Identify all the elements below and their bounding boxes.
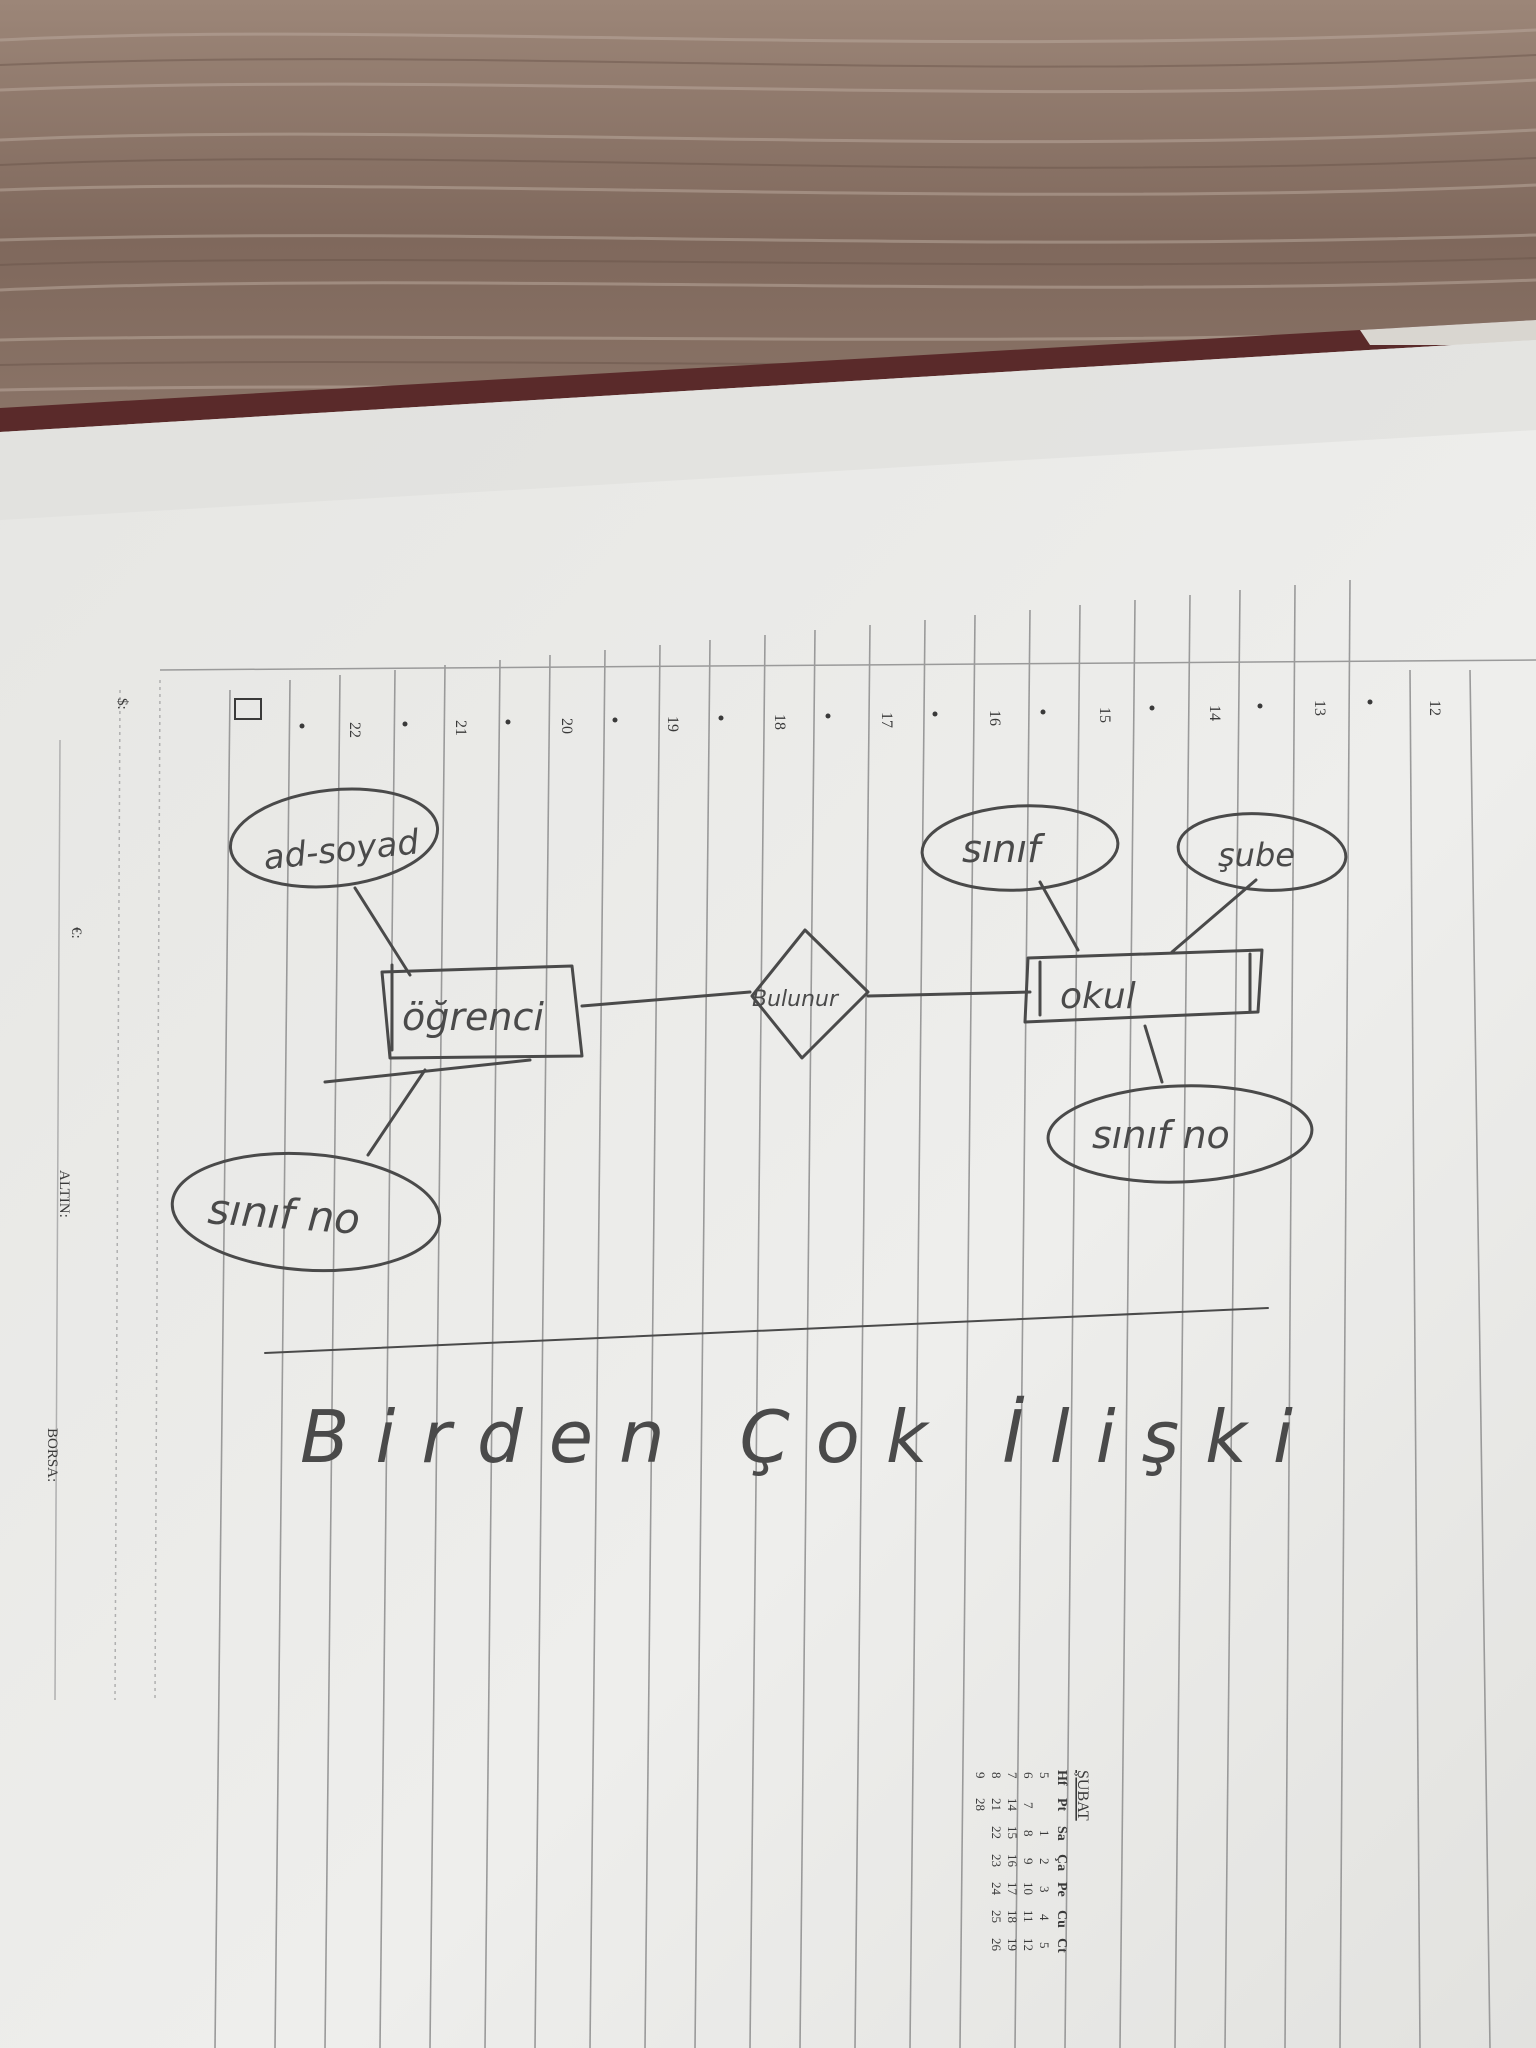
link-school-classno bbox=[1143, 1024, 1164, 1084]
cal-r3-5: 25 bbox=[989, 1910, 1004, 1923]
label-entity-student: öğrenci bbox=[402, 995, 544, 1039]
cal-r2-4: 17 bbox=[1005, 1882, 1020, 1896]
attr-branch-ellipse bbox=[1176, 812, 1348, 892]
cal-r2-3: 16 bbox=[1005, 1854, 1020, 1868]
cal-h-1: Pt bbox=[1054, 1798, 1069, 1812]
label-attr-school-class: sınıf no bbox=[1092, 1113, 1230, 1157]
cal-h-2: Sa bbox=[1054, 1826, 1069, 1841]
notebook-cover-light bbox=[1360, 320, 1536, 345]
underline-student bbox=[323, 1058, 532, 1084]
label-attr-class: sınıf bbox=[962, 827, 1046, 871]
hour-19: 19 bbox=[664, 716, 681, 732]
cal-r1-5: 11 bbox=[1021, 1910, 1036, 1923]
cal-r3-6: 26 bbox=[989, 1938, 1004, 1952]
entity-school-box bbox=[1023, 948, 1264, 1024]
cal-r3-2: 22 bbox=[989, 1826, 1004, 1839]
attr-class-ellipse bbox=[920, 804, 1120, 892]
notebook-cover bbox=[0, 320, 1536, 432]
cal-r0-3: 2 bbox=[1037, 1858, 1052, 1865]
page-top-shade bbox=[0, 340, 1536, 520]
label-caption: Birden Çok İlişki bbox=[300, 1395, 1319, 1479]
attr-school-class-ellipse bbox=[1046, 1084, 1314, 1184]
cal-r0-5: 4 bbox=[1037, 1914, 1052, 1921]
footer-exchange: BORSA: bbox=[44, 1428, 60, 1482]
hour-21: 21 bbox=[452, 720, 469, 736]
link-student-classno bbox=[366, 1068, 427, 1157]
cal-r2-2: 15 bbox=[1005, 1826, 1020, 1839]
separator-line bbox=[264, 1307, 1269, 1354]
link-name-student bbox=[353, 886, 412, 977]
link-branch-school bbox=[1170, 878, 1258, 954]
label-attr-student-class: sınıf no bbox=[206, 1184, 361, 1244]
attr-student-class-ellipse bbox=[170, 1151, 442, 1273]
link-student-rel bbox=[580, 990, 752, 1008]
cal-r0-0: 5 bbox=[1037, 1772, 1052, 1779]
hour-13: 13 bbox=[1311, 700, 1328, 716]
cal-r3-3: 23 bbox=[989, 1854, 1004, 1867]
hour-18: 18 bbox=[771, 714, 788, 730]
footer-euro: €: bbox=[68, 927, 84, 939]
calendar-rows: 5 1 2 3 4 5 6 7 8 9 10 11 12 7 14 15 16 … bbox=[973, 1772, 1052, 1952]
hour-12: 12 bbox=[1426, 700, 1443, 716]
footer-gold: ALTIN: bbox=[56, 1170, 72, 1218]
cal-r1-2: 8 bbox=[1021, 1830, 1036, 1837]
cal-r1-4: 10 bbox=[1021, 1882, 1036, 1895]
header-rule bbox=[159, 659, 1536, 671]
cal-r2-6: 19 bbox=[1005, 1938, 1020, 1951]
margin-rule bbox=[154, 679, 161, 1701]
cal-r1-3: 9 bbox=[1021, 1858, 1036, 1865]
label-entity-school: okul bbox=[1060, 976, 1136, 1017]
entity-student-box bbox=[380, 964, 584, 1060]
half-hour-dots bbox=[299, 699, 1373, 729]
cal-r2-5: 18 bbox=[1005, 1910, 1020, 1923]
cal-r1-1: 7 bbox=[1021, 1802, 1036, 1809]
hour-17: 17 bbox=[878, 712, 895, 728]
relationship-diamond bbox=[750, 928, 870, 1060]
hour-16: 16 bbox=[986, 710, 1003, 726]
er-diagram bbox=[170, 787, 1348, 1354]
cal-r1-0: 6 bbox=[1021, 1772, 1036, 1779]
cal-h-6: Ct bbox=[1054, 1938, 1069, 1953]
cal-r4-1: 28 bbox=[973, 1798, 988, 1811]
ruled-lines bbox=[214, 579, 1491, 2048]
attr-name-ellipse bbox=[228, 787, 440, 889]
mini-calendar: ŞUBAT Hf Pt Sa Ça Pe Cu Ct 5 1 2 3 4 5 6… bbox=[973, 1770, 1091, 1953]
cal-r0-2: 1 bbox=[1037, 1830, 1052, 1837]
margin-rule-3 bbox=[54, 739, 61, 1701]
cal-r0-6: 5 bbox=[1037, 1942, 1052, 1949]
pencil-icon bbox=[234, 698, 262, 720]
cal-r2-1: 14 bbox=[1005, 1798, 1020, 1812]
link-rel-school bbox=[866, 990, 1032, 998]
margin-rule-2 bbox=[114, 689, 121, 1701]
cal-h-5: Cu bbox=[1054, 1910, 1069, 1928]
label-relationship: Bulunur bbox=[752, 987, 840, 1012]
cal-h-4: Pe bbox=[1054, 1882, 1069, 1897]
cal-h-3: Ça bbox=[1054, 1854, 1069, 1871]
footer-dollar: $: bbox=[114, 698, 130, 710]
cal-r4-0: 9 bbox=[973, 1772, 988, 1779]
cal-r1-6: 12 bbox=[1021, 1938, 1036, 1951]
hour-22: 22 bbox=[346, 722, 363, 738]
hour-20: 20 bbox=[558, 718, 575, 734]
cal-r2-0: 7 bbox=[1005, 1772, 1020, 1779]
calendar-headers: Hf Pt Sa Ça Pe Cu Ct bbox=[1054, 1770, 1069, 1953]
hour-14: 14 bbox=[1206, 705, 1223, 721]
label-attr-branch: şube bbox=[1218, 836, 1295, 874]
cal-h-0: Hf bbox=[1054, 1770, 1069, 1786]
cal-r3-0: 8 bbox=[989, 1772, 1004, 1779]
cal-r3-4: 24 bbox=[989, 1882, 1004, 1896]
cal-r0-4: 3 bbox=[1037, 1886, 1052, 1893]
hour-15: 15 bbox=[1096, 707, 1113, 723]
link-class-school bbox=[1038, 880, 1080, 952]
cal-r3-1: 21 bbox=[989, 1798, 1004, 1811]
hour-markers: 12 13 14 15 16 17 18 19 20 21 22 bbox=[346, 700, 1443, 738]
calendar-month: ŞUBAT bbox=[1074, 1770, 1091, 1821]
